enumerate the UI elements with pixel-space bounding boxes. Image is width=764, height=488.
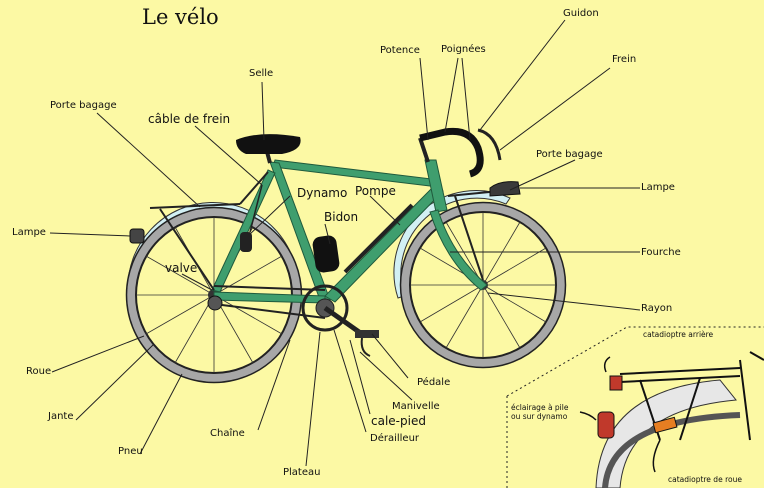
- label-selle: Selle: [249, 68, 274, 79]
- down-tube: [324, 184, 444, 303]
- label-fourche: Fourche: [641, 247, 681, 258]
- rear-lamp: [129, 228, 145, 244]
- label-cale-pied: cale-pied: [371, 414, 426, 428]
- label-pedale: Pédale: [417, 377, 451, 388]
- inset-lamp: [597, 411, 615, 439]
- bottle: [312, 235, 340, 273]
- front-tire: [400, 202, 566, 368]
- inset-label-catadioptre-arriere: catadioptre arrière: [643, 330, 714, 339]
- fork: [429, 209, 488, 291]
- inset-wheel-reflector: [652, 416, 678, 434]
- inset-rear-reflector: [609, 375, 623, 391]
- label-poignees: Poignées: [441, 44, 486, 55]
- label-manivelle: Manivelle: [392, 401, 440, 412]
- front-wheel: [393, 190, 567, 369]
- top-tube: [272, 159, 441, 188]
- label-frein: Frein: [612, 54, 637, 65]
- label-lampe-rear: Lampe: [12, 227, 46, 238]
- label-jante: Jante: [48, 411, 74, 422]
- label-potence: Potence: [380, 45, 420, 56]
- page-title: Le vélo: [142, 5, 219, 29]
- crank: [323, 305, 364, 337]
- label-rayon: Rayon: [641, 303, 673, 314]
- derailleur: [207, 295, 223, 311]
- dynamo: [240, 232, 252, 252]
- inset-fender: [595, 379, 737, 488]
- label-valve: valve: [165, 261, 198, 275]
- label-bidon: Bidon: [324, 210, 359, 224]
- pedal: [355, 330, 379, 338]
- handlebar: [419, 127, 484, 178]
- head-tube: [424, 159, 448, 213]
- label-chaine: Chaîne: [210, 428, 245, 439]
- chain: [213, 285, 326, 319]
- stem: [418, 137, 430, 163]
- label-plateau: Plateau: [283, 467, 321, 478]
- inset-tire: [602, 412, 741, 488]
- label-cable-de-frein: câble de frein: [148, 112, 231, 126]
- label-porte-bagage-front: Porte bagage: [536, 149, 603, 160]
- pump: [343, 203, 414, 274]
- brake-cable: [249, 184, 263, 233]
- inset-label-eclairage-2: ou sur dynamo: [511, 412, 568, 421]
- front-fender: [393, 190, 511, 299]
- inset-label-eclairage-1: éclairage à pile: [511, 403, 569, 412]
- label-roue: Roue: [26, 366, 52, 377]
- label-pneu: Pneu: [118, 446, 143, 457]
- inset-label-catadioptre-de-roue: catadioptre de roue: [668, 475, 742, 484]
- label-derailleur: Dérailleur: [370, 433, 420, 444]
- frame: [211, 159, 488, 304]
- inset-rack: [619, 351, 764, 441]
- front-spokes: [410, 212, 556, 358]
- inset-panel: [506, 326, 764, 488]
- toe-clip: [360, 337, 371, 357]
- leader-lines: [49, 19, 641, 467]
- brake-lever: [477, 128, 502, 161]
- chainring: [301, 284, 349, 332]
- label-pompe: Pompe: [355, 184, 396, 198]
- saddle: [236, 134, 301, 154]
- label-porte-bagage-rear: Porte bagage: [50, 100, 117, 111]
- front-lamp: [489, 181, 521, 197]
- rear-rack: [149, 171, 269, 291]
- label-guidon: Guidon: [563, 8, 599, 19]
- label-lampe-front: Lampe: [641, 182, 675, 193]
- label-dynamo: Dynamo: [297, 186, 348, 200]
